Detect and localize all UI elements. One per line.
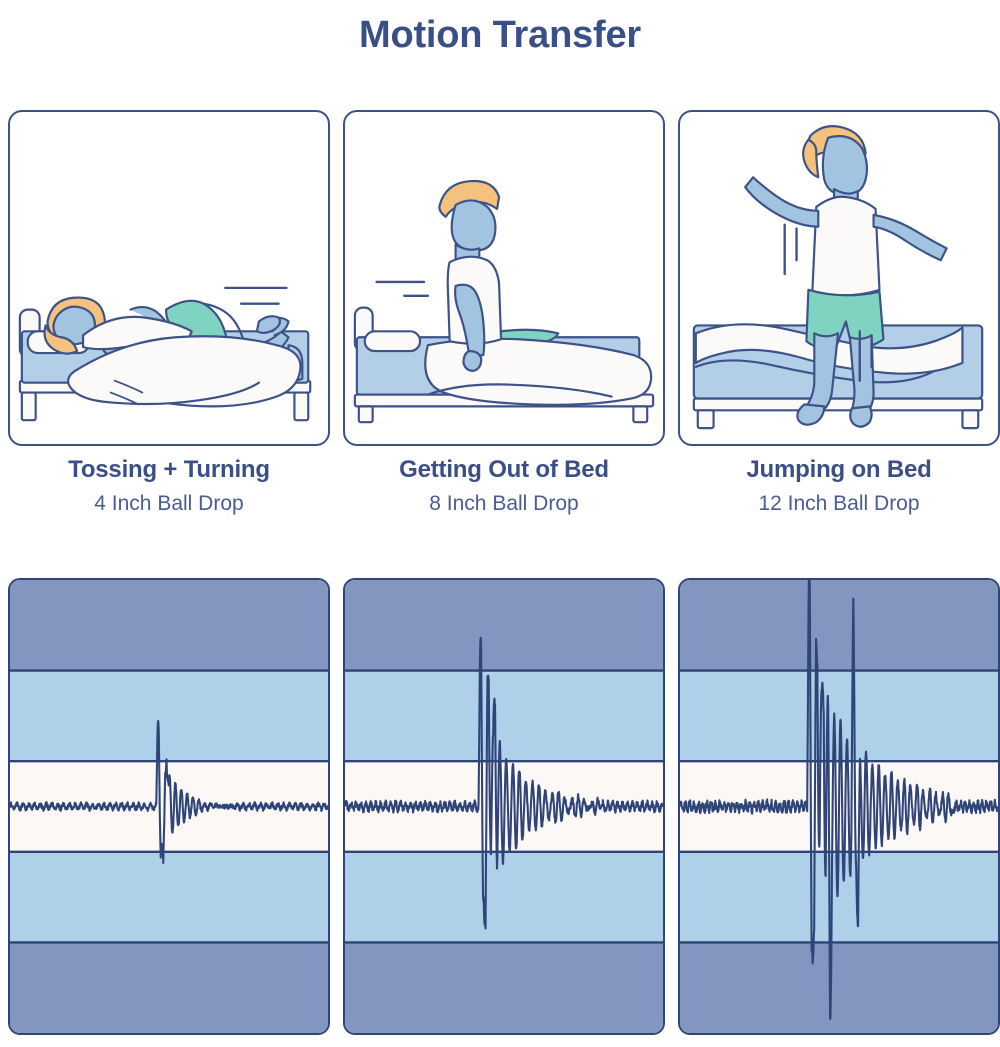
waveform-trace-0 [10,719,328,865]
caption-title: Tossing + Turning [68,456,270,483]
illustration-panel-tossing-turning [8,110,330,446]
chart-band-outer-band-top [680,580,998,671]
chart-band-mid-band-bottom [10,851,328,943]
chart-bands-1 [345,580,663,1033]
person-jumping-on-bed-icon [692,125,984,430]
seismograph-panel-tossing-turning [8,578,330,1035]
caption-tossing-turning: Tossing + Turning 4 Inch Ball Drop [8,455,330,517]
seismograph-chart-2 [680,580,998,1033]
chart-band-outer-band-bottom [10,942,328,1033]
caption-title: Jumping on Bed [746,456,932,483]
page-title: Motion Transfer [358,14,642,56]
caption-subtitle: 8 Inch Ball Drop [429,492,579,515]
seismograph-chart-1 [345,580,663,1033]
seismograph-chart-0 [10,580,328,1033]
caption-jumping-on-bed: Jumping on Bed 12 Inch Ball Drop [678,455,1000,517]
caption-row: Tossing + Turning 4 Inch Ball Drop Getti… [8,455,992,527]
caption-subtitle: 12 Inch Ball Drop [758,492,920,515]
chart-band-outer-band-top [345,580,663,671]
chart-band-outer-band-top [10,580,328,671]
illustration-panel-getting-out-of-bed [343,110,665,446]
person-lying-in-bed-icon [18,286,312,422]
chart-band-mid-band-top [10,670,328,762]
caption-getting-out-of-bed: Getting Out of Bed 8 Inch Ball Drop [343,455,665,517]
illustration-row [8,110,1000,446]
person-sitting-on-bed-icon [353,179,655,424]
seismograph-panel-getting-out-of-bed [343,578,665,1035]
caption-title: Getting Out of Bed [399,456,609,483]
seismograph-panel-jumping-on-bed [678,578,1000,1035]
waveform-trace-1 [345,636,663,930]
chart-band-outer-band-bottom [680,942,998,1033]
illustration-panel-jumping-on-bed [678,110,1000,446]
caption-subtitle: 4 Inch Ball Drop [94,492,244,515]
chart-band-mid-band-top [345,670,663,762]
chart-band-outer-band-bottom [345,942,663,1033]
seismograph-row [8,578,1000,1035]
chart-band-mid-band-bottom [345,851,663,943]
waveform-trace-2 [680,580,998,1020]
